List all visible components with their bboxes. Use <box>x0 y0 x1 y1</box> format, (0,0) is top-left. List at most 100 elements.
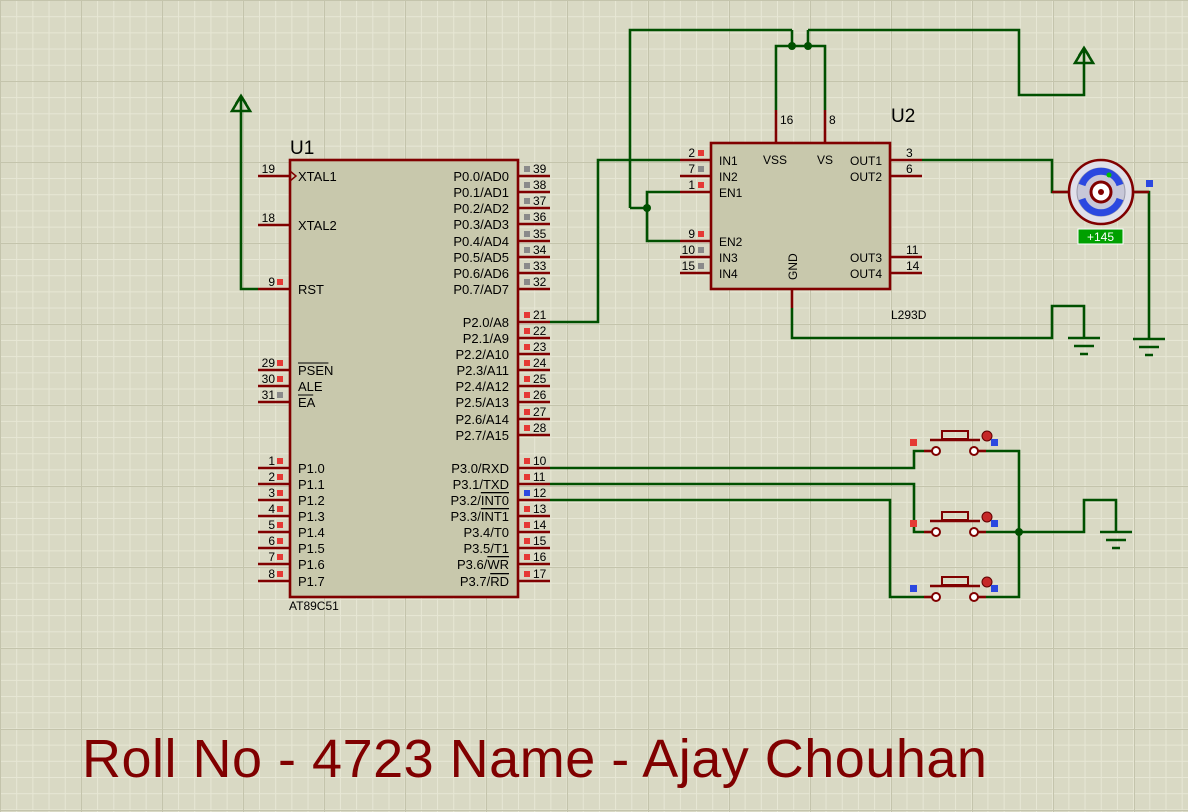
u1-pin-number: 7 <box>268 550 275 564</box>
u1-pin-label: P3.2/INT0 <box>450 493 509 508</box>
push-button-2[interactable] <box>910 511 998 537</box>
ground-terminal-motor[interactable] <box>1133 337 1165 357</box>
wire-p31-sw2[interactable] <box>550 482 924 534</box>
u2-pin-8[interactable]: 8 VS <box>817 110 836 167</box>
u1-pin-number: 19 <box>262 162 276 176</box>
wire-en1[interactable] <box>645 190 680 208</box>
dc-motor[interactable]: +145 <box>1052 158 1153 245</box>
wire-u2-gnd[interactable] <box>790 304 1086 340</box>
button-toggle-icon[interactable] <box>981 511 993 523</box>
button-toggle-icon[interactable] <box>981 576 993 588</box>
button-contact-icon <box>969 527 979 537</box>
ground-terminal-buttons[interactable] <box>1100 530 1132 550</box>
ground-terminal-u2[interactable] <box>1068 336 1100 356</box>
u1-pin-state <box>277 392 283 398</box>
u2-pin-number: 15 <box>682 259 696 273</box>
u2-pin-number: 3 <box>906 146 913 160</box>
wire-vcc-rail[interactable] <box>808 28 1086 97</box>
u1-pin-state <box>524 231 530 237</box>
wire-out1-motor[interactable] <box>922 158 1070 194</box>
button-toggle-icon[interactable] <box>981 430 993 442</box>
u2-body[interactable] <box>709 141 892 291</box>
wire-en2[interactable] <box>645 208 680 243</box>
wire-p20-in1[interactable] <box>550 158 680 324</box>
push-button-1[interactable] <box>910 430 998 456</box>
u1-pin-label-main: P3.3/ <box>450 509 481 524</box>
power-arrow-icon <box>229 93 253 113</box>
wire-en-rail[interactable] <box>628 28 792 208</box>
u1-pin-label: P1.4 <box>298 525 325 540</box>
u1-body[interactable] <box>288 158 520 599</box>
push-button-3[interactable] <box>910 576 998 602</box>
u1-pin-state <box>524 506 530 512</box>
u1-pin-number: 37 <box>533 194 547 208</box>
wire-sw-common[interactable] <box>986 449 1021 599</box>
u2-pin-16[interactable]: 16 VSS <box>763 110 794 167</box>
wire-motor-gnd[interactable] <box>1133 190 1151 339</box>
power-terminal-u2[interactable] <box>1072 45 1096 65</box>
wire-sw-gnd[interactable] <box>1019 498 1118 534</box>
u1-pin-number: 11 <box>533 470 546 484</box>
power-terminal-u1[interactable] <box>229 93 253 113</box>
wire-rst-power[interactable] <box>239 112 258 291</box>
wire-vss[interactable] <box>774 44 808 110</box>
wire-p32-sw3[interactable] <box>550 498 924 599</box>
wire-p30-sw1[interactable] <box>550 449 924 470</box>
u2-pin-gnd[interactable]: GND <box>786 253 800 308</box>
wire-vs[interactable] <box>808 44 827 110</box>
